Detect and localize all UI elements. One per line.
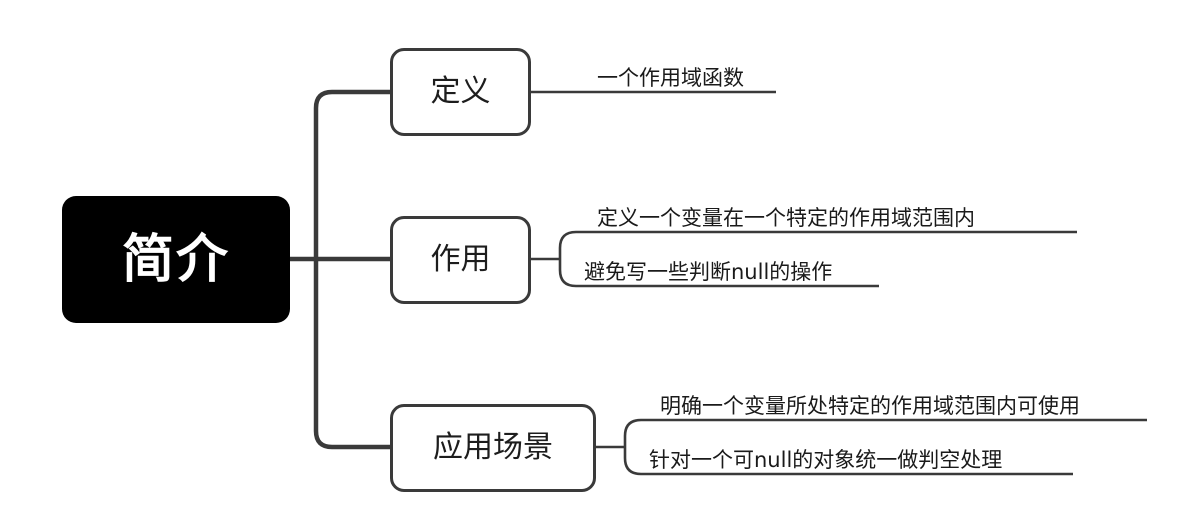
root-node[interactable]: 简介 — [62, 196, 290, 323]
root-node-label: 简介 — [121, 229, 230, 290]
leaf-label-scenarios-1[interactable]: 明确一个变量所处特定的作用域范围内可使用 — [660, 394, 1080, 418]
leaf-label-scenarios-2[interactable]: 针对一个可null的对象统一做判空处理 — [649, 448, 1003, 472]
branch-node-label: 作用 — [430, 242, 491, 277]
branch-node-scenarios[interactable]: 应用场景 — [390, 404, 596, 492]
leaf-label-definition-1[interactable]: 一个作用域函数 — [597, 66, 744, 90]
branch-node-label: 定义 — [430, 74, 491, 109]
connector-trunk-lower — [313, 259, 390, 450]
branch-node-label: 应用场景 — [433, 430, 553, 465]
leaf-bracket-2 — [558, 230, 1077, 288]
leaf-bracket-3 — [623, 418, 1147, 476]
leaf-label-purpose-1[interactable]: 定义一个变量在一个特定的作用域范围内 — [597, 206, 975, 230]
branch-node-definition[interactable]: 定义 — [390, 48, 531, 136]
branch-node-purpose[interactable]: 作用 — [390, 216, 531, 304]
connector-trunk-upper — [313, 89, 390, 259]
leaf-label-purpose-2[interactable]: 避免写一些判断null的操作 — [584, 260, 833, 284]
